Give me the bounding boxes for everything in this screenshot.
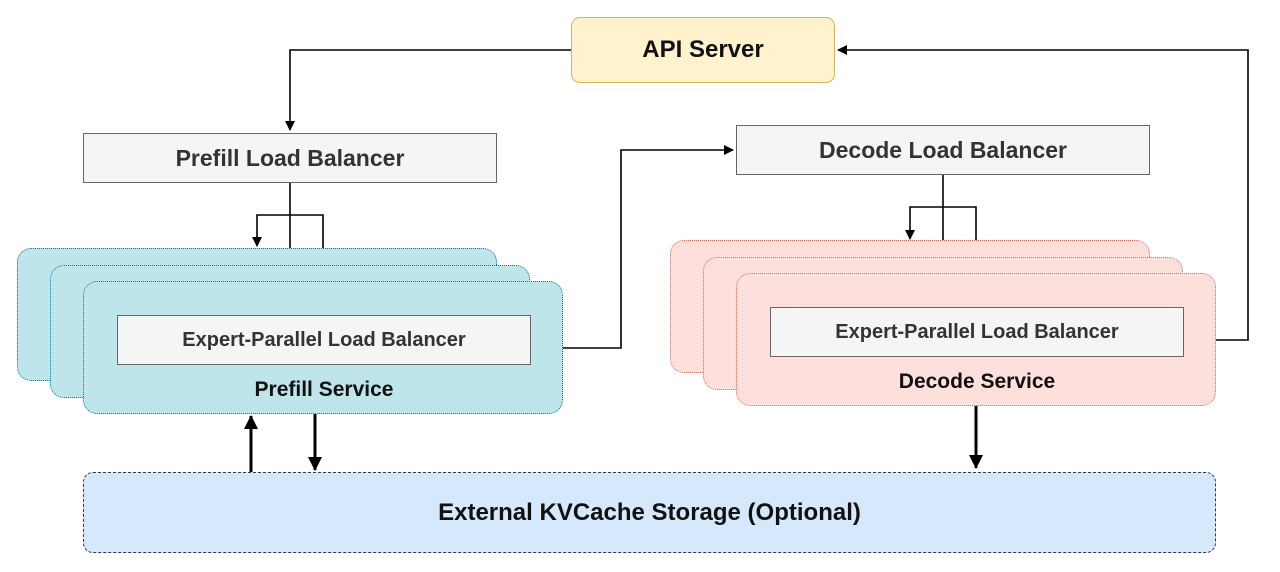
- edge-prefill-lb-to-instance-0: [252, 214, 290, 247]
- api-server-label: API Server: [642, 36, 764, 63]
- edge-decode-to-api: [837, 45, 1249, 341]
- decode-load-balancer-label: Decode Load Balancer: [819, 136, 1067, 163]
- decode-service-node: Expert-Parallel Load Balancer Decode Ser…: [736, 273, 1216, 406]
- prefill-expert-parallel-lb: Expert-Parallel Load Balancer: [117, 315, 531, 365]
- prefill-service-title: Prefill Service: [254, 378, 394, 401]
- prefill-expert-parallel-lb-label: Expert-Parallel Load Balancer: [182, 328, 466, 351]
- external-kvcache-storage-node: External KVCache Storage (Optional): [83, 472, 1216, 553]
- api-server-node: API Server: [571, 17, 835, 83]
- edge-decode-lb-to-instance-0: [905, 206, 943, 240]
- prefill-service-node: Expert-Parallel Load Balancer Prefill Se…: [83, 281, 563, 414]
- decode-load-balancer-node: Decode Load Balancer: [736, 125, 1150, 175]
- edge-prefill-to-decode-lb: [563, 145, 734, 349]
- decode-service-title: Decode Service: [898, 370, 1056, 393]
- decode-expert-parallel-lb: Expert-Parallel Load Balancer: [770, 307, 1184, 357]
- decode-expert-parallel-lb-label: Expert-Parallel Load Balancer: [835, 320, 1119, 343]
- prefill-load-balancer-node: Prefill Load Balancer: [83, 133, 497, 183]
- edge-api-to-prefill-lb: [285, 49, 571, 131]
- external-kvcache-storage-label: External KVCache Storage (Optional): [438, 498, 861, 526]
- prefill-load-balancer-label: Prefill Load Balancer: [175, 144, 405, 171]
